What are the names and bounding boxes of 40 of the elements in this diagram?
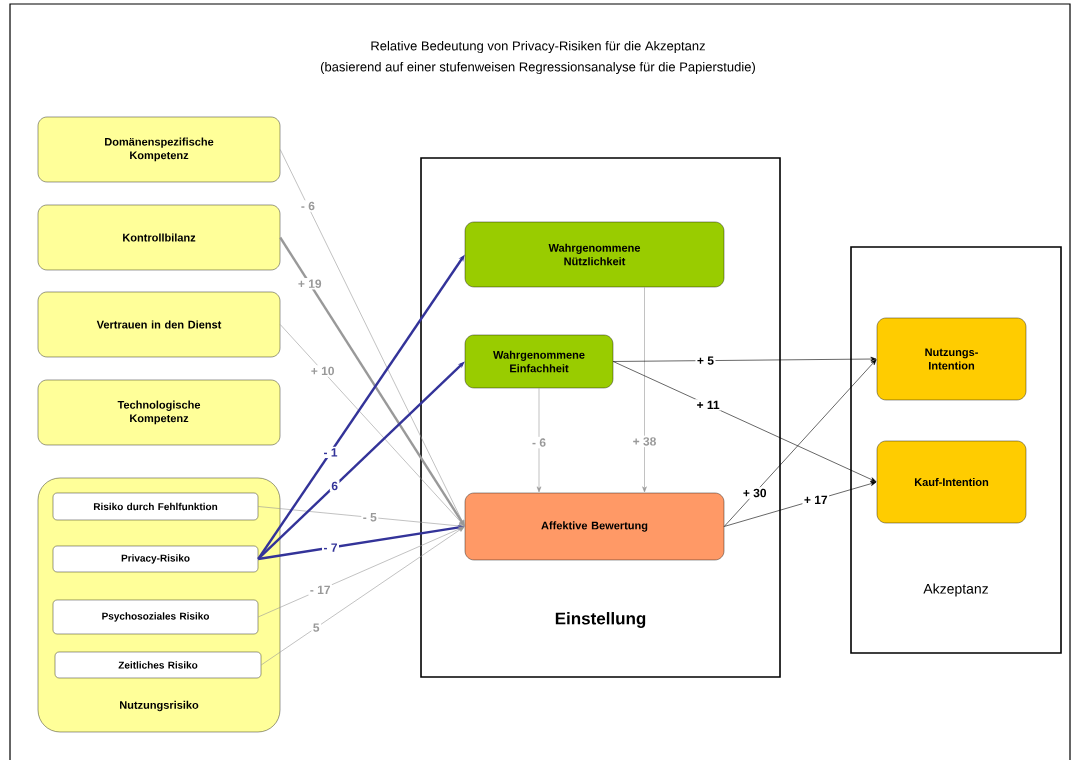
construct-box: Wahrgenommene Einfachheit: [464, 334, 614, 389]
edge-label: + 30: [741, 487, 769, 499]
risk-box: Risiko durch Fehlfunktion: [52, 492, 259, 521]
arrow: [279, 324, 465, 527]
arrow: [723, 359, 877, 527]
concept-box: Domänenspezifische Kompetenz: [37, 116, 281, 183]
subtitle: (basierend auf einer stufenweisen Regressionsanalyse für die Papierstudie): [320, 61, 755, 75]
construct-box: Affektive Bewertung: [464, 492, 725, 561]
arrow: [536, 387, 542, 493]
arrow: [279, 149, 465, 526]
arrow: [612, 356, 877, 362]
intention-box: Kauf-Intention: [876, 440, 1027, 524]
concept-box: Vertrauen in den Dienst: [37, 291, 281, 358]
arrow: [612, 361, 877, 482]
concept-box: Kontrollbilanz: [37, 204, 281, 271]
edge-label: + 19: [296, 278, 324, 290]
risk-box: Psychosoziales Risiko: [52, 599, 259, 635]
arrow: [642, 286, 647, 493]
edge-label: + 10: [309, 365, 336, 377]
risk-box: Zeitliches Risiko: [54, 651, 262, 679]
construct-box: Wahrgenommene Nützlichkeit: [464, 221, 725, 288]
edge-label: - 6: [299, 200, 317, 212]
intention-box: Nutzungs-Intention: [876, 317, 1027, 401]
edge-label: - 7: [322, 542, 339, 554]
title: Relative Bedeutung von Privacy-Risiken für die Akzeptanz: [371, 40, 705, 54]
edge-label: - 5: [361, 511, 379, 523]
edge-label: - 1: [322, 446, 339, 459]
edge-label: + 17: [802, 494, 830, 506]
edge-label: + 38: [631, 435, 658, 448]
arrow: [257, 506, 465, 529]
edge-label: 6: [329, 480, 340, 492]
edge-label: + 11: [695, 399, 722, 411]
arrow: [257, 526, 465, 618]
concept-box: Technologische Kompetenz: [37, 379, 281, 446]
edge-label: 5: [311, 621, 321, 634]
edge-label: - 6: [530, 436, 548, 449]
arrow: [260, 526, 465, 666]
risk-box: Privacy-Risiko: [52, 545, 259, 573]
edge-label: + 5: [695, 354, 716, 367]
edge-label: - 17: [308, 584, 333, 596]
